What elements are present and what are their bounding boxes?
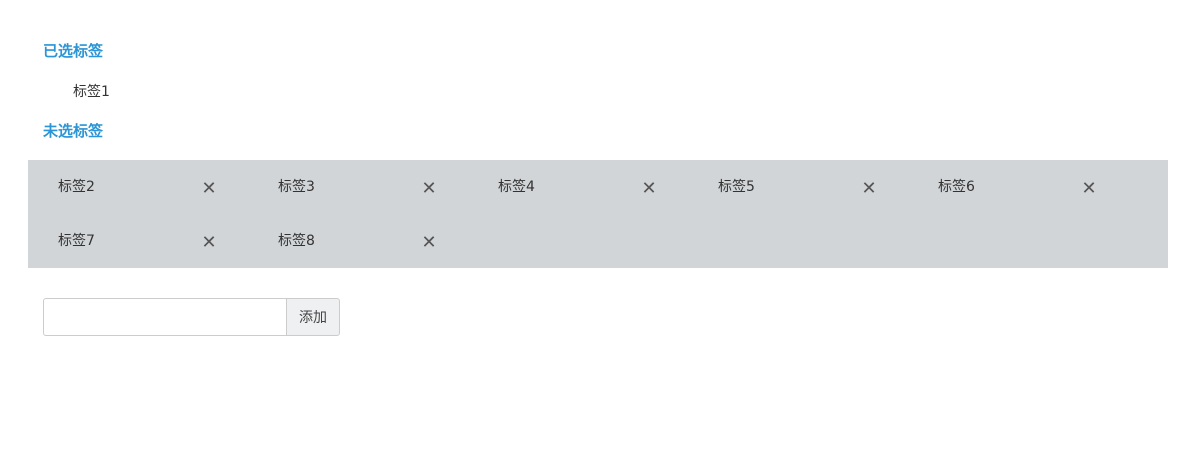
tag-label: 标签5 (718, 179, 755, 195)
close-icon[interactable]: ✕ (421, 232, 437, 253)
close-icon[interactable]: ✕ (421, 178, 437, 199)
tag-item[interactable]: 标签4 ✕ (468, 160, 688, 214)
close-icon[interactable]: ✕ (201, 232, 217, 253)
selected-tags-heading: 已选标签 (43, 42, 104, 60)
add-tag-form: 添加 (43, 298, 340, 336)
add-button[interactable]: 添加 (286, 298, 340, 336)
tag-label: 标签4 (498, 179, 535, 195)
close-icon[interactable]: ✕ (201, 178, 217, 199)
close-icon[interactable]: ✕ (861, 178, 877, 199)
tag-input[interactable] (43, 298, 286, 336)
unselected-tags-panel: 标签2 ✕ 标签3 ✕ 标签4 ✕ 标签5 ✕ 标签6 ✕ 标签7 ✕ 标签8 … (28, 160, 1168, 268)
tag-label: 标签3 (278, 179, 315, 195)
tag-item[interactable]: 标签2 ✕ (28, 160, 248, 214)
tag-item[interactable]: 标签5 ✕ (688, 160, 908, 214)
tag-label: 标签2 (58, 179, 95, 195)
tag-label: 标签8 (278, 233, 315, 249)
close-icon[interactable]: ✕ (641, 178, 657, 199)
close-icon[interactable]: ✕ (1081, 178, 1097, 199)
selected-tags-list: 标签1 (73, 82, 110, 102)
tag-item[interactable]: 标签6 ✕ (908, 160, 1128, 214)
tag-label: 标签7 (58, 233, 95, 249)
selected-tag[interactable]: 标签1 (73, 84, 110, 100)
tag-label: 标签6 (938, 179, 975, 195)
unselected-tags-heading: 未选标签 (43, 122, 104, 140)
tag-item[interactable]: 标签7 ✕ (28, 214, 248, 268)
tag-item[interactable]: 标签3 ✕ (248, 160, 468, 214)
tag-item[interactable]: 标签8 ✕ (248, 214, 468, 268)
